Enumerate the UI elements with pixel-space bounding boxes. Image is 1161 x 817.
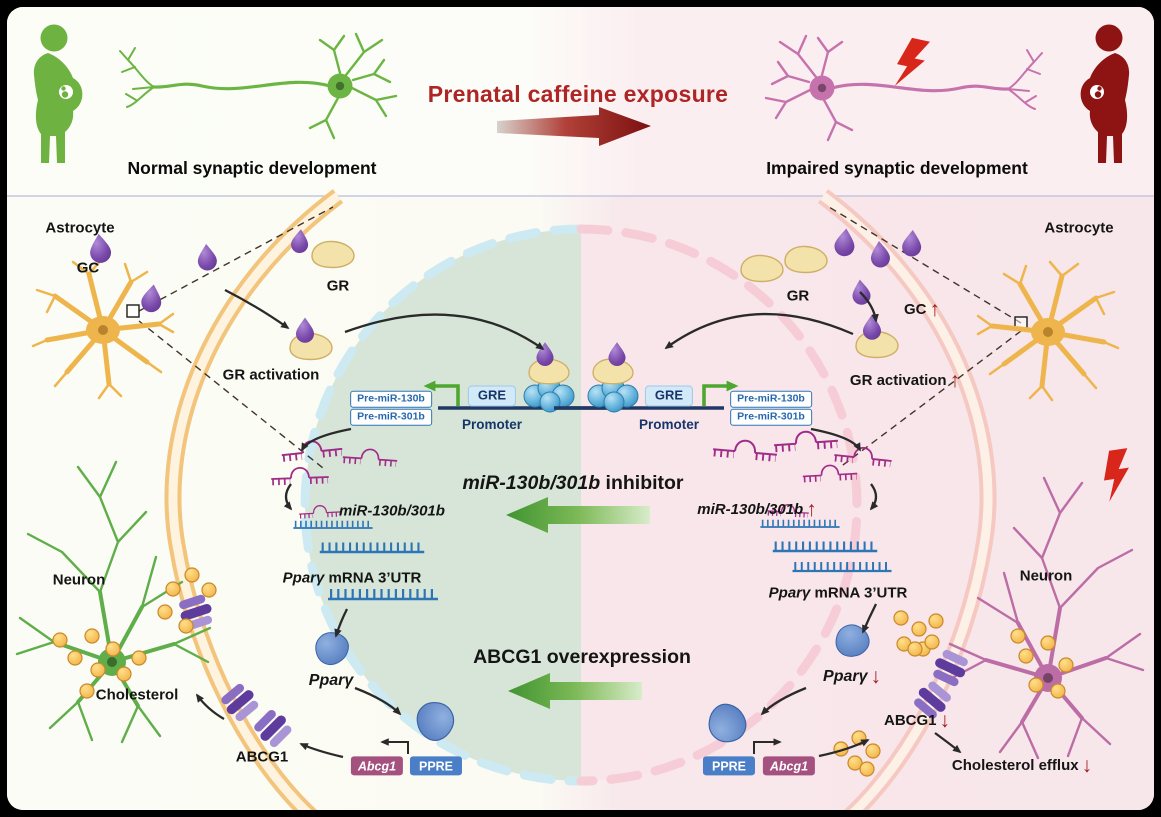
cholesterol-icon bbox=[52, 632, 68, 648]
transcription-start-arrow bbox=[702, 380, 739, 406]
zoom-box-icon bbox=[126, 304, 140, 318]
cholesterol-icon bbox=[201, 582, 217, 598]
cholesterol-icon bbox=[893, 610, 909, 626]
top-banner-art bbox=[33, 24, 1130, 163]
flow-arrow bbox=[869, 483, 879, 511]
flow-arrow bbox=[861, 603, 878, 634]
intervention-arrows bbox=[506, 497, 650, 709]
flow-arrow bbox=[334, 608, 349, 638]
cholesterol-icon bbox=[928, 613, 944, 629]
flow-arrow bbox=[818, 738, 870, 758]
cholesterol-icon bbox=[90, 662, 106, 678]
zoom-callouts bbox=[126, 206, 1028, 469]
cholesterol-icon bbox=[67, 650, 83, 666]
cholesterol-icon bbox=[907, 641, 923, 657]
gr-protein-icon bbox=[784, 245, 828, 274]
cholesterol-icon bbox=[105, 641, 121, 657]
nucleus-envelope-left bbox=[300, 224, 586, 786]
flow-arrow bbox=[810, 427, 862, 452]
cholesterol-icon bbox=[165, 581, 181, 597]
cholesterol-icon bbox=[1010, 628, 1026, 644]
zoom-line bbox=[138, 206, 334, 312]
right-flow-arrows bbox=[664, 291, 962, 758]
zoom-line bbox=[138, 320, 324, 469]
cholesterol-icon bbox=[1040, 635, 1056, 651]
gene-transcription-arrow bbox=[753, 738, 782, 754]
astrocyte-nucleus bbox=[300, 224, 862, 786]
overexpression-arrow-icon bbox=[508, 673, 642, 709]
cholesterol-icon bbox=[1018, 648, 1034, 664]
cholesterol-icon bbox=[1050, 683, 1066, 699]
cholesterol-icon bbox=[911, 621, 927, 637]
flow-arrow bbox=[664, 313, 854, 350]
cholesterol-icon bbox=[184, 567, 200, 583]
figure-canvas: Prenatal caffeine exposure Normal synapt… bbox=[7, 7, 1154, 810]
cholesterol-icon bbox=[84, 628, 100, 644]
top-banner-background bbox=[7, 7, 1154, 196]
cholesterol-icon bbox=[157, 604, 173, 620]
exposure-arrow-icon bbox=[497, 107, 651, 146]
cholesterol-icon bbox=[924, 634, 940, 650]
flow-arrow bbox=[344, 313, 545, 351]
cholesterol-icon bbox=[79, 683, 95, 699]
flow-arrow bbox=[300, 427, 352, 452]
flow-arrow bbox=[224, 288, 290, 330]
figure-panel: Prenatal caffeine exposure Normal synapt… bbox=[7, 7, 1154, 810]
gr-protein-icon bbox=[311, 240, 355, 269]
left-flow-arrows bbox=[195, 288, 545, 759]
flow-arrow bbox=[760, 686, 807, 716]
cholesterol-icon bbox=[1028, 677, 1044, 693]
zoom-line bbox=[828, 206, 1022, 324]
flow-arrow bbox=[283, 483, 293, 511]
flow-arrow bbox=[934, 732, 962, 754]
figure-art bbox=[7, 7, 1154, 810]
nucleus-normal-half bbox=[305, 229, 581, 781]
nucleus-envelope-right bbox=[576, 224, 862, 786]
flow-arrow bbox=[859, 291, 879, 323]
cell-membranes bbox=[164, 189, 997, 810]
cholesterol-icon bbox=[859, 761, 875, 777]
cholesterol-icon bbox=[116, 666, 132, 682]
transcription-start-arrow bbox=[423, 380, 460, 406]
inhibitor-arrow-icon bbox=[506, 497, 650, 533]
flow-arrow bbox=[354, 686, 402, 716]
flow-arrow bbox=[299, 742, 344, 759]
cholesterol-icon bbox=[1058, 657, 1074, 673]
cholesterol-icon bbox=[178, 618, 194, 634]
cholesterol-icon bbox=[865, 743, 881, 759]
zoom-line bbox=[838, 330, 1022, 469]
left-pathway bbox=[52, 228, 608, 759]
gr-protein-icon bbox=[740, 254, 784, 283]
left-membrane-core bbox=[168, 192, 341, 810]
gene-transcription-arrow bbox=[380, 738, 409, 754]
flow-arrow bbox=[195, 693, 225, 720]
right-membrane-core bbox=[820, 192, 993, 810]
right-pathway bbox=[554, 227, 1074, 777]
nucleus-impaired-half bbox=[581, 229, 857, 781]
cholesterol-icon bbox=[131, 650, 147, 666]
